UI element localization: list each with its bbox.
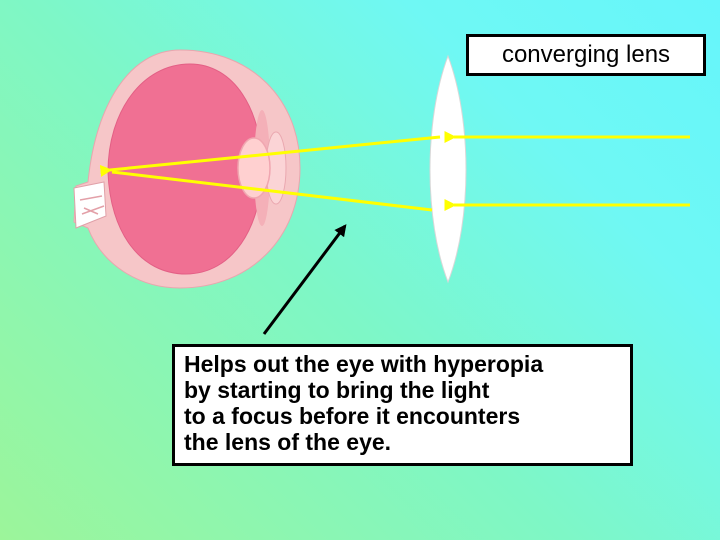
- caption-box: Helps out the eye with hyperopia by star…: [172, 344, 633, 466]
- retina-chamber: [107, 63, 263, 275]
- caption-line-4: the lens of the eye.: [184, 429, 392, 455]
- eye-cross-section: [73, 49, 301, 289]
- caption-line-1: Helps out the eye with hyperopia: [184, 351, 544, 377]
- caption-line-2: by starting to bring the light: [184, 377, 490, 403]
- light-rays: [99, 131, 690, 212]
- lens-label: converging lens: [466, 34, 706, 76]
- caption-line-3: to a focus before it encounters: [184, 403, 521, 429]
- refracted-ray-lower: [111, 170, 433, 212]
- pointer-arrow: [262, 224, 347, 335]
- optic-nerve: [73, 181, 107, 229]
- converging-lens: [429, 54, 467, 284]
- optic-nerve-detail: [79, 195, 105, 215]
- refracted-ray-upper: [99, 135, 441, 177]
- eye-lens: [237, 137, 271, 199]
